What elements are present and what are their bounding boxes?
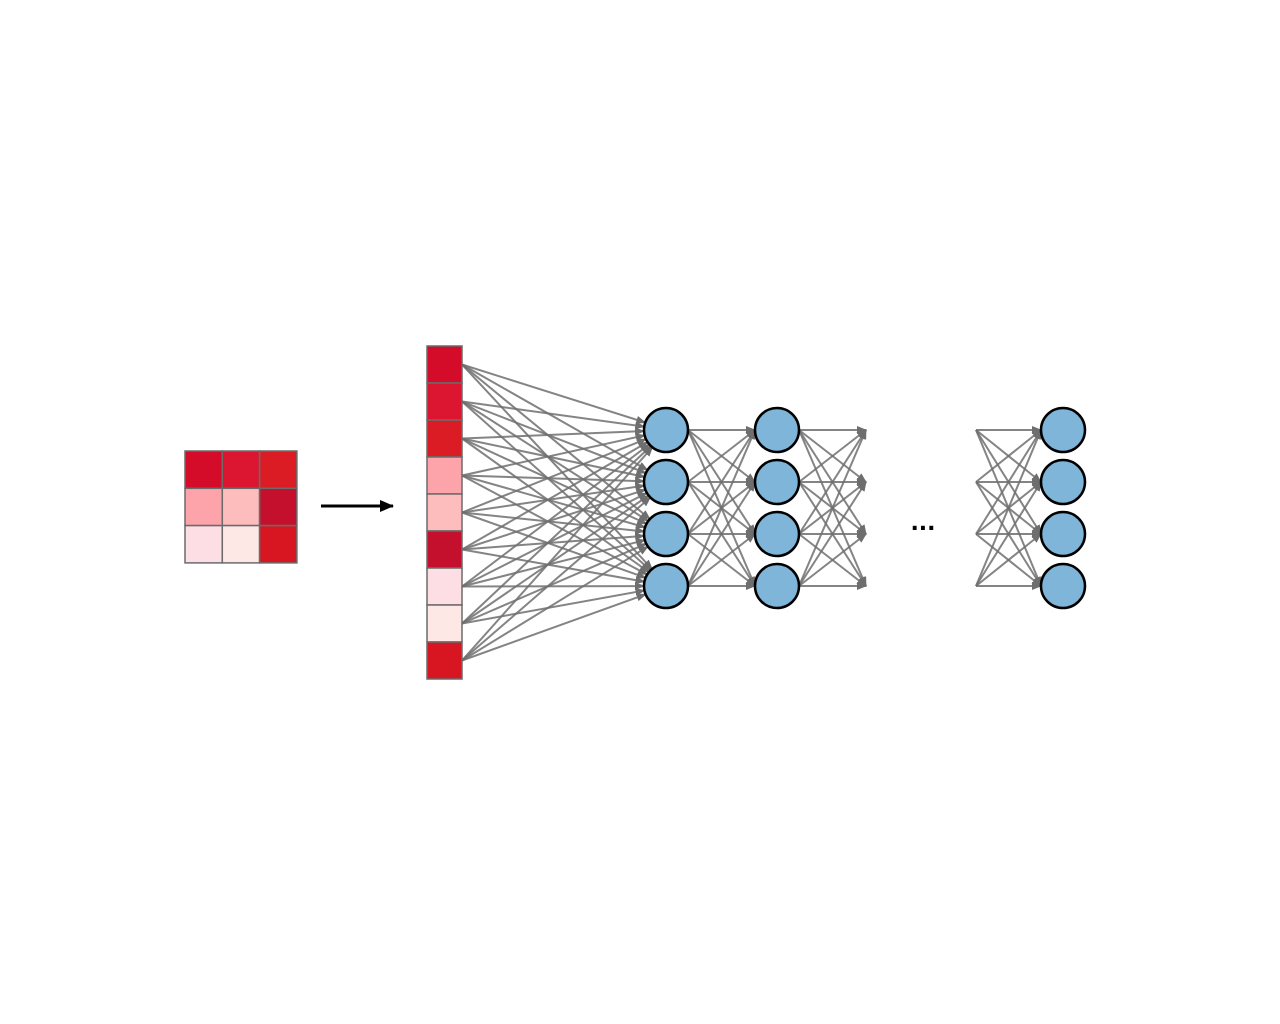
- vector-cell: [426, 641, 463, 680]
- connection-edge: [798, 429, 867, 587]
- hidden-layer-2-neuron: [753, 562, 801, 610]
- connection-edge: [798, 481, 867, 587]
- connection-edge: [461, 441, 649, 551]
- connection-edge: [798, 429, 867, 483]
- connection-edge: [461, 363, 651, 520]
- neuron-layers: [642, 406, 1087, 610]
- output-layer-neuron: [1039, 562, 1087, 610]
- connection-edge: [461, 433, 646, 477]
- connection-edge: [461, 532, 646, 551]
- connection-edge: [461, 446, 654, 662]
- input-cell: [258, 487, 298, 527]
- input-cell: [221, 450, 261, 490]
- connection-edge: [461, 538, 646, 588]
- connection-edge: [461, 445, 652, 625]
- connection-edge: [461, 400, 652, 572]
- connection-edge: [461, 400, 650, 522]
- connection-edge: [687, 533, 756, 587]
- input-cell: [184, 487, 224, 527]
- connection-edge: [687, 429, 756, 483]
- connection-edge: [461, 400, 646, 430]
- hidden-layer-2-neuron: [753, 458, 801, 506]
- connection-edge: [687, 481, 756, 587]
- input-cell: [221, 487, 261, 527]
- vector-cell: [426, 456, 463, 495]
- input-cell: [258, 524, 298, 564]
- vector-cell: [426, 493, 463, 532]
- hidden-layer-1-neuron: [642, 458, 690, 506]
- connection-edge: [975, 429, 1042, 587]
- vector-cell: [426, 419, 463, 458]
- output-layer-neuron: [1039, 406, 1087, 454]
- connection-edge: [461, 438, 647, 514]
- connection-edge: [461, 443, 651, 588]
- vector-cell: [426, 530, 463, 569]
- connection-edge: [461, 593, 647, 662]
- connection-edge: [975, 481, 1042, 587]
- connection-edge: [461, 363, 653, 570]
- hidden-layer-1-neuron: [642, 562, 690, 610]
- input-cell: [184, 450, 224, 490]
- hidden-layer-1-neuron: [642, 510, 690, 558]
- vector-cell: [426, 345, 463, 384]
- input-image-grid: [184, 450, 298, 564]
- connection-edge: [687, 429, 756, 587]
- vector-cell: [426, 567, 463, 606]
- connection-edge: [461, 545, 649, 662]
- connection-edge: [461, 363, 649, 471]
- output-layer-neuron: [1039, 458, 1087, 506]
- vector-cell: [426, 382, 463, 421]
- hidden-layer-2-neuron: [753, 406, 801, 454]
- flattened-input-vector: [426, 345, 463, 680]
- input-cell: [221, 524, 261, 564]
- connection-edge: [798, 533, 867, 587]
- connection-edge: [461, 474, 649, 576]
- hidden-layer-1-neuron: [642, 406, 690, 454]
- connection-edge: [461, 588, 646, 625]
- connection-edge: [461, 492, 648, 588]
- input-cell: [184, 524, 224, 564]
- connection-edge: [461, 548, 646, 585]
- connection-edge: [461, 427, 646, 440]
- connection-edge: [461, 494, 650, 625]
- layers-ellipsis: ...: [910, 511, 935, 536]
- output-layer-neuron: [1039, 510, 1087, 558]
- vector-cell: [426, 604, 463, 643]
- connection-edge: [975, 429, 1042, 483]
- connection-edge: [461, 542, 648, 625]
- connection-edge: [461, 437, 650, 573]
- connection-edge: [687, 429, 756, 535]
- connection-edge: [798, 429, 867, 535]
- connection-edge: [461, 488, 647, 551]
- connection-edge: [461, 496, 652, 662]
- input-cell: [258, 450, 298, 490]
- hidden-layer-2-neuron: [753, 510, 801, 558]
- connection-edge: [461, 363, 647, 424]
- connection-edges: [461, 363, 1042, 662]
- connection-edge: [975, 533, 1042, 587]
- connection-edge: [975, 429, 1042, 535]
